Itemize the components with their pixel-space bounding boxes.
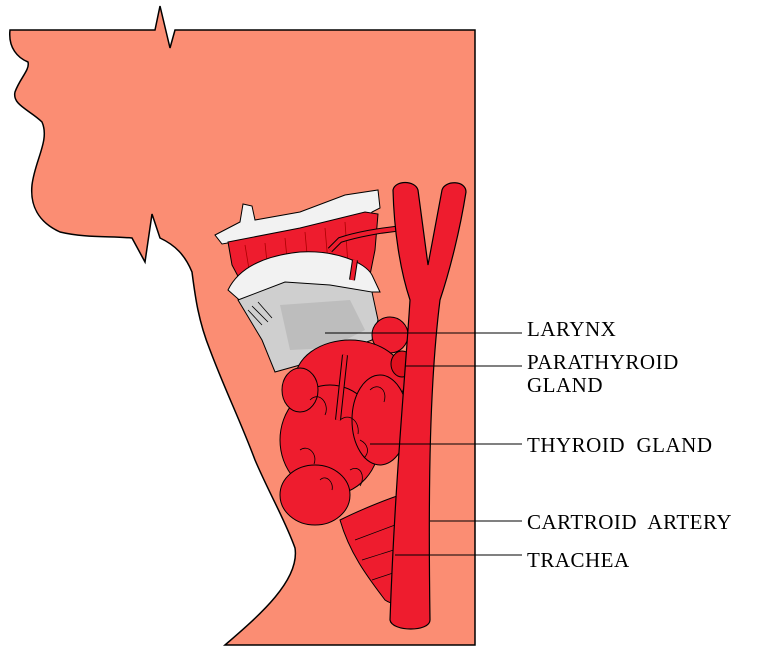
thyroid-lobule-lines (299, 386, 386, 491)
leader-lines (325, 332, 522, 556)
label-thyroid: THYROID GLAND (527, 433, 713, 457)
label-carotid-artery: CARTROID ARTERY (527, 510, 732, 534)
thyroid-gland (279, 316, 409, 526)
label-parathyroid-line1: PARATHYROID (527, 350, 679, 374)
carotid-artery (389, 181, 467, 630)
label-larynx: LARYNX (527, 317, 617, 341)
label-trachea: TRACHEA (527, 548, 630, 572)
label-parathyroid-line2: GLAND (527, 373, 603, 397)
